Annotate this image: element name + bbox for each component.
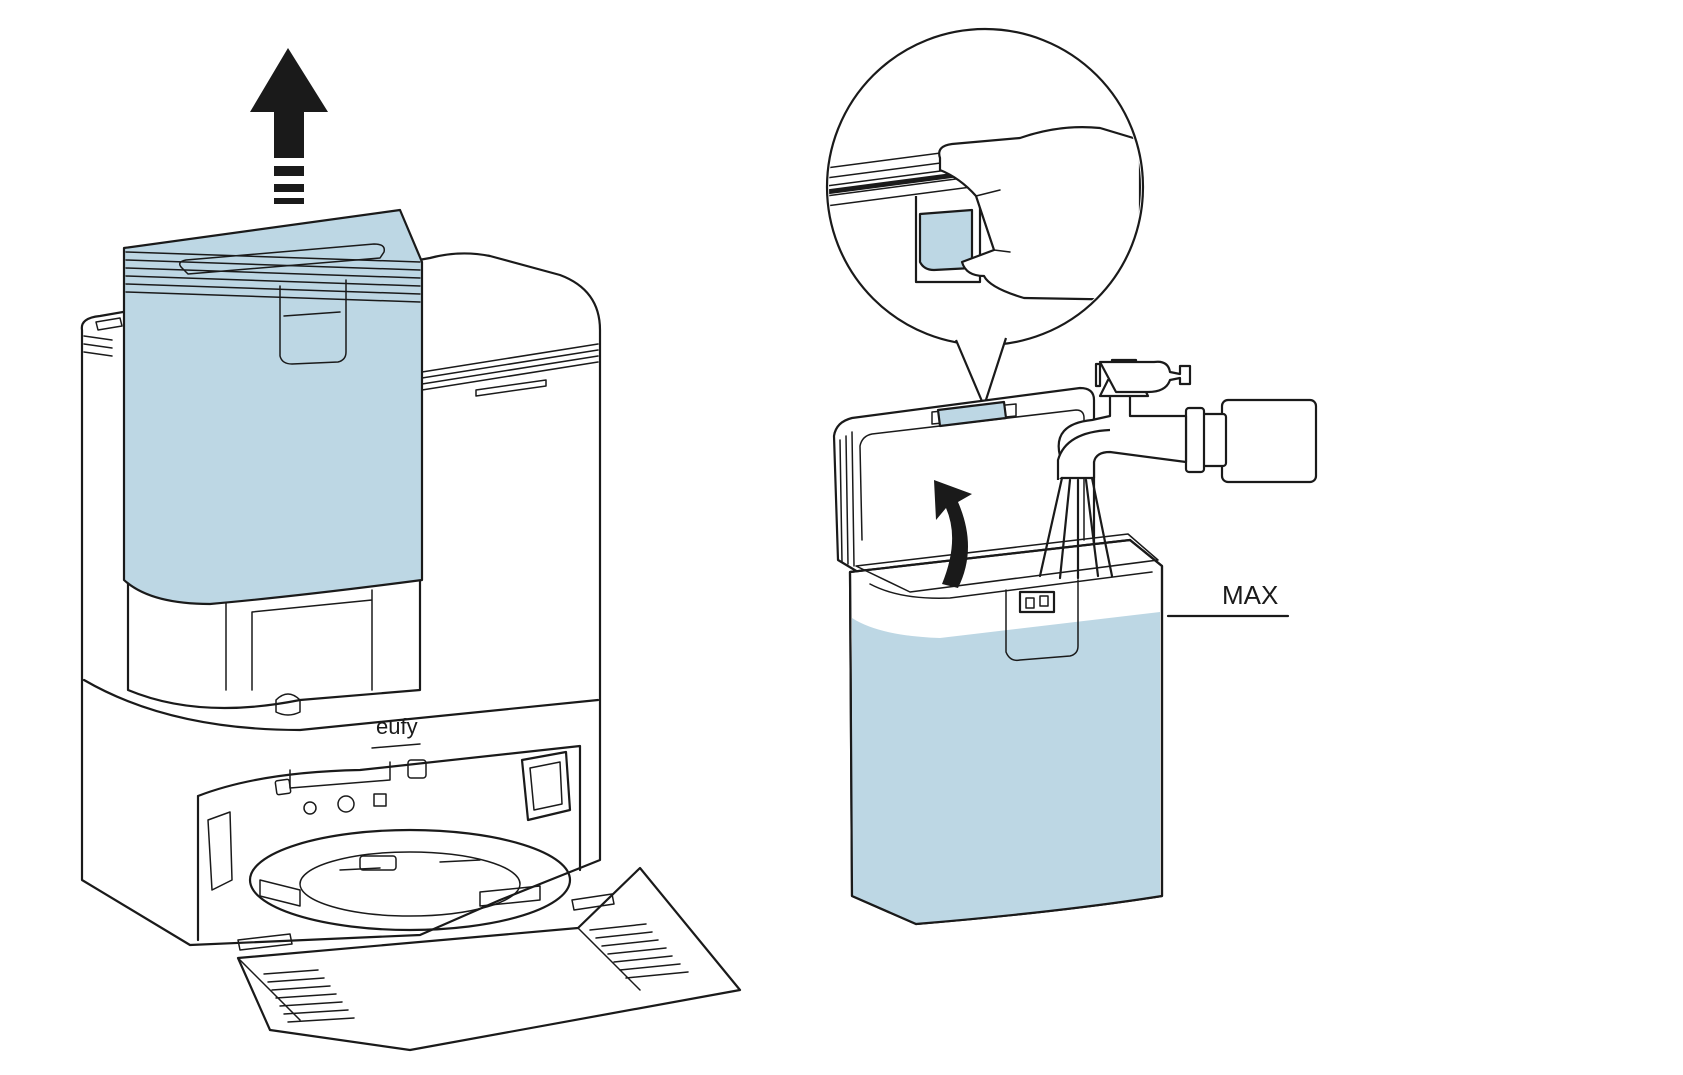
- ramp-ridges-right: [589, 923, 689, 979]
- max-level-indicator: MAX: [1166, 580, 1290, 618]
- tank-lid-open: [832, 386, 1096, 574]
- lifted-water-tank: [122, 208, 424, 606]
- ramp-ridges-left: [263, 969, 355, 1023]
- max-level-label: MAX: [1222, 580, 1278, 610]
- curved-arrow-up-icon: [934, 480, 972, 588]
- arrow-up-lift-icon: [250, 48, 328, 204]
- magnifier-callout-icon: [825, 27, 1145, 408]
- water-faucet-icon: [1038, 358, 1318, 580]
- brand-logo: eufy: [376, 714, 418, 739]
- open-water-tank: [848, 533, 1164, 926]
